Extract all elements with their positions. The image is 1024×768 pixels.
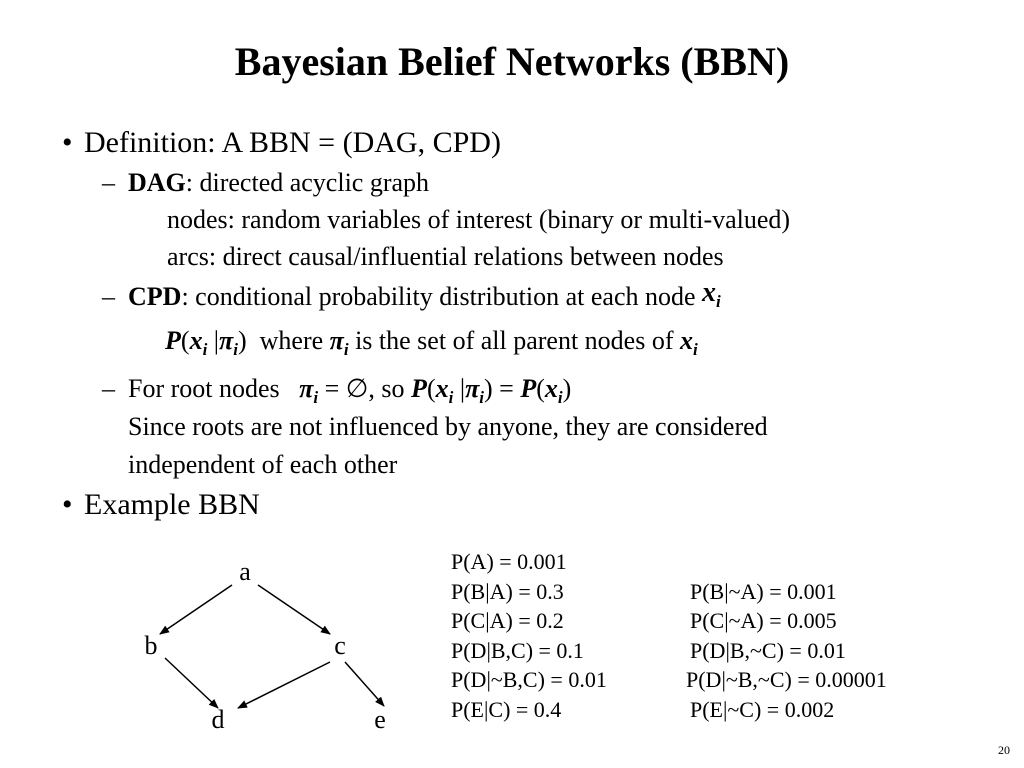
dash-symbol: –: [102, 282, 115, 311]
edge-b-d: [164, 657, 219, 709]
dag-term: DAG: [128, 168, 186, 197]
example-text: Example BBN: [84, 488, 260, 521]
example-bullet: • Example BBN: [62, 488, 260, 522]
math-xi: xi: [702, 277, 721, 311]
node-d: d: [212, 705, 225, 734]
node-e: e: [374, 705, 386, 734]
cpd-item: –CPD: conditional probability distributi…: [102, 277, 721, 313]
bullet-symbol: •: [62, 126, 73, 159]
parent-set-text: is the set of all parent nodes of: [355, 326, 674, 355]
prob-right-3: P(D|B,~C) = 0.01: [690, 637, 846, 663]
prob-right-5: P(E|~C) = 0.002: [690, 696, 835, 722]
root-explanation-line1: Since roots are not influenced by anyone…: [128, 412, 768, 441]
conditional-formula: P(xi |πi) where πi is the set of all par…: [165, 326, 698, 359]
definition-text: Definition: A BBN = (DAG, CPD): [84, 126, 501, 159]
dash-symbol: –: [102, 168, 115, 197]
dag-text: : directed acyclic graph: [185, 168, 430, 197]
dash-symbol: –: [102, 374, 115, 403]
so-text: , so: [368, 374, 405, 403]
page-number: 20: [998, 743, 1010, 757]
prob-right-0: [690, 547, 887, 577]
edge-c-e: [344, 661, 385, 707]
prob-right-column: P(B|~A) = 0.001 P(C|~A) = 0.005 P(D|B,~C…: [686, 547, 887, 724]
definition-bullet: • Definition: A BBN = (DAG, CPD): [62, 126, 501, 160]
bullet-symbol: •: [62, 488, 73, 521]
prob-left-0: P(A) = 0.001: [451, 549, 567, 574]
prob-left-4: P(D|~B,C) = 0.01: [451, 667, 607, 692]
prob-right-1: P(B|~A) = 0.001: [690, 578, 837, 604]
math-root-formula: πi = ∅: [299, 374, 369, 407]
prob-left-5: P(E|C) = 0.4: [451, 696, 562, 722]
edge-a-c: [257, 584, 331, 635]
math-p-xi-given-pii: P(xi |πi): [165, 326, 247, 359]
prob-left-3: P(D|B,C) = 0.1: [451, 637, 584, 663]
dag-item: –DAG: directed acyclic graph: [102, 168, 429, 198]
root-explanation-line2: independent of each other: [128, 450, 398, 479]
where-text: where: [259, 326, 324, 355]
cpd-term: CPD: [128, 282, 182, 311]
dag-arcs-text: arcs: direct causal/influential relation…: [167, 242, 724, 271]
cpd-text: : conditional probability distribution a…: [181, 282, 696, 311]
prob-left-1: P(B|A) = 0.3: [451, 578, 564, 604]
edge-c-d: [237, 661, 331, 709]
node-b: b: [145, 631, 158, 660]
math-pii: πi: [329, 326, 349, 359]
prob-left-2: P(C|A) = 0.2: [451, 608, 564, 633]
prob-right-2: P(C|~A) = 0.005: [690, 608, 837, 633]
root-label: For root nodes: [128, 374, 280, 403]
math-root-equality: P(xi |πi) = P(xi): [411, 374, 572, 407]
slide-title: Bayesian Belief Networks (BBN): [234, 39, 790, 84]
edge-a-b: [159, 584, 233, 635]
math-xi: xi: [680, 326, 698, 359]
node-a: a: [239, 557, 251, 586]
prob-right-4: P(D|~B,~C) = 0.00001: [686, 667, 887, 692]
node-c: c: [334, 631, 346, 660]
prob-left-column: P(A) = 0.001 P(B|A) = 0.3 P(C|A) = 0.2 P…: [451, 547, 607, 724]
root-nodes-item: –For root nodes πi = ∅, so P(xi |πi) = P…: [102, 374, 572, 407]
dag-nodes-text: nodes: random variables of interest (bin…: [167, 205, 791, 234]
